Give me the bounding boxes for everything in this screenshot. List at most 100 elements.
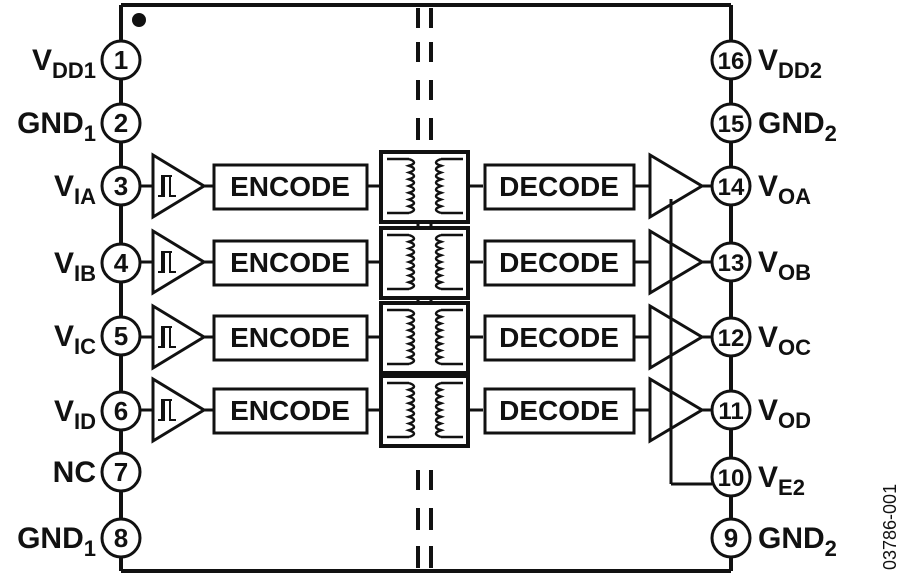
- pin-label: VOD: [758, 394, 811, 433]
- pin-label-subscript: 1: [84, 536, 96, 561]
- output-buffer-icon: [648, 376, 705, 444]
- encode-block: [212, 314, 369, 362]
- encode-label: ENCODE: [230, 247, 350, 278]
- pin-8: 8 GND1: [17, 517, 142, 561]
- figure-id: 03786-001: [880, 484, 900, 570]
- pin-label-main: NC: [53, 456, 96, 489]
- pin-label-subscript: 2: [825, 121, 837, 146]
- encode-label: ENCODE: [230, 322, 350, 353]
- pin-number: 15: [718, 111, 745, 138]
- pin-16: 16 VDD2: [710, 39, 822, 83]
- schmitt-trigger-icon: [158, 399, 176, 421]
- pin-label-main: V: [758, 170, 778, 203]
- pin-label-main: V: [54, 320, 74, 353]
- pin-circle: [710, 456, 752, 498]
- transformer-block: [379, 226, 470, 300]
- pin-label: VDD1: [32, 44, 96, 83]
- pin-label: VIB: [54, 247, 96, 286]
- pin-label-subscript: OD: [778, 408, 811, 433]
- pin-label-subscript: 2: [825, 536, 837, 561]
- pin-1: 1 VDD1: [32, 39, 142, 83]
- transformer-block: [379, 150, 470, 224]
- pin-9: 9 GND2: [710, 517, 837, 561]
- schmitt-trigger-icon: [158, 326, 176, 348]
- pin-label: NC: [53, 456, 96, 489]
- pin-label: GND2: [758, 107, 837, 146]
- pin-circle: [100, 102, 142, 144]
- secondary-winding: [434, 233, 446, 291]
- pin-number: 2: [114, 108, 128, 138]
- input-buffer-icon: [151, 376, 207, 444]
- pin-label-main: V: [54, 170, 74, 203]
- pin-label-subscript: E2: [778, 475, 805, 500]
- decode-block: [483, 314, 636, 362]
- encode-block: [212, 163, 369, 211]
- pin-label-main: V: [758, 394, 778, 427]
- channel-3: ENCODE DECODE: [140, 301, 712, 375]
- pin-6: 6 VID: [54, 390, 142, 434]
- pin-label: GND1: [17, 107, 96, 146]
- primary-winding: [404, 157, 416, 215]
- secondary-winding: [434, 381, 446, 439]
- schmitt-trigger-icon: [158, 175, 176, 197]
- pin-circle: [100, 451, 142, 493]
- winding-lead: [441, 233, 463, 291]
- pin-label-subscript: IB: [74, 261, 96, 286]
- pin-label: VDD2: [758, 44, 822, 83]
- input-buffer-icon: [151, 303, 207, 371]
- pin-13: 13 VOB: [710, 241, 811, 285]
- pin-label-main: GND: [17, 522, 84, 555]
- pin-label-main: V: [54, 247, 74, 280]
- pin-number: 3: [114, 171, 128, 201]
- pin-7: 7 NC: [53, 451, 142, 493]
- pin-number: 13: [718, 250, 745, 277]
- pin-number: 16: [718, 48, 745, 75]
- pin1-indicator-dot: [132, 13, 146, 27]
- pin-number: 8: [114, 523, 128, 553]
- input-buffer-icon: [151, 228, 207, 296]
- pin-number: 1: [114, 45, 128, 75]
- pin-label: GND1: [17, 522, 96, 561]
- winding-lead: [441, 381, 463, 439]
- pin-label-main: GND: [17, 107, 84, 140]
- pin-label-subscript: IA: [74, 184, 96, 209]
- decode-label: DECODE: [499, 322, 619, 353]
- encode-label: ENCODE: [230, 171, 350, 202]
- pin-number: 6: [114, 396, 128, 426]
- pin-label-subscript: OB: [778, 260, 811, 285]
- pin-circle: [710, 517, 752, 559]
- pin-label-subscript: OC: [778, 335, 811, 360]
- pin-label-subscript: DD2: [778, 58, 822, 83]
- pin-label: VIA: [54, 170, 96, 209]
- pin-number: 9: [724, 523, 738, 553]
- transformer-icon: [387, 157, 463, 215]
- pin-label: VOC: [758, 321, 811, 360]
- pin-number: 7: [114, 457, 128, 487]
- pin-label-main: GND: [758, 107, 825, 140]
- pin-label-main: V: [758, 461, 778, 494]
- pin-circle: [710, 102, 752, 144]
- decode-label: DECODE: [499, 395, 619, 426]
- pin-label: VOA: [758, 170, 811, 209]
- winding-lead: [387, 308, 409, 366]
- encode-block: [212, 239, 369, 287]
- pin-label-subscript: IC: [74, 334, 96, 359]
- winding-lead: [387, 233, 409, 291]
- pin-2: 2 GND1: [17, 102, 142, 146]
- schmitt-trigger-icon: [158, 251, 176, 273]
- decode-block: [483, 163, 636, 211]
- pin-label-main: GND: [758, 522, 825, 555]
- winding-lead: [387, 157, 409, 215]
- winding-lead: [441, 308, 463, 366]
- pin-label: VID: [54, 395, 96, 434]
- pin-label-main: V: [758, 246, 778, 279]
- winding-lead: [387, 381, 409, 439]
